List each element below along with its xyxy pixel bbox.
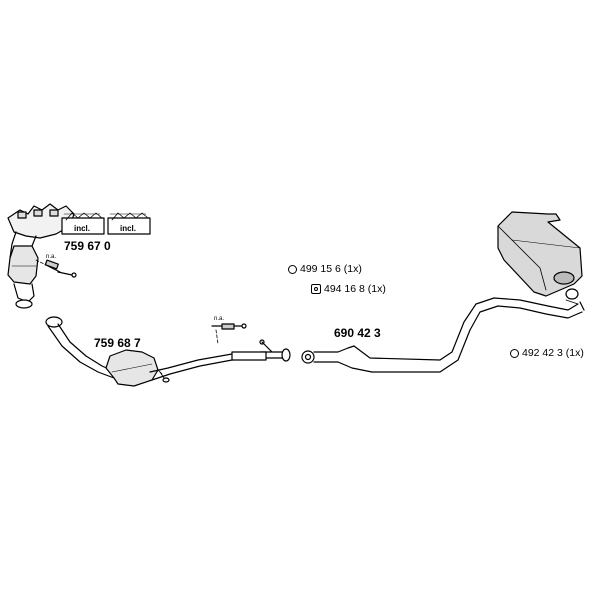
rubber-mount-icon	[311, 284, 321, 295]
ring-icon	[288, 264, 297, 274]
lambda-sensor-upper-drawing	[35, 259, 77, 278]
ring-icon	[510, 348, 519, 358]
accessory-label: 499 15 6 (1x)	[300, 263, 362, 275]
kit-1-included-label: incl.	[74, 224, 91, 233]
hanger-drawing	[259, 339, 273, 353]
rear-silencer-drawing	[497, 211, 583, 305]
lambda-upper-na-label: n.a.	[46, 254, 57, 260]
gasket-kit-2-drawing	[107, 212, 151, 235]
lambda-lower-na-label: n.a.	[214, 316, 225, 322]
part-number-front-pipe[interactable]: 759 68 7	[94, 336, 141, 350]
part-number-manifold-catalyst[interactable]: 759 67 0	[64, 239, 111, 253]
kit-2-included-label: incl.	[120, 224, 137, 233]
part-number-middle-pipe[interactable]: 690 42 3	[334, 326, 381, 340]
accessory-label: 494 16 8 (1x)	[324, 283, 386, 295]
accessory-item-1[interactable]: 499 15 6 (1x)	[288, 264, 362, 275]
accessory-item-2[interactable]: 494 16 8 (1x)	[311, 284, 386, 295]
accessory-label: 492 42 3 (1x)	[522, 347, 584, 359]
gasket-kit-1-drawing	[61, 212, 105, 235]
front-pipe-catalyst-drawing	[45, 316, 291, 387]
manifold-catalyst-drawing	[7, 203, 75, 309]
lambda-sensor-lower-drawing	[211, 323, 247, 345]
middle-pipe-drawing	[301, 297, 585, 373]
accessory-item-3[interactable]: 492 42 3 (1x)	[510, 348, 584, 359]
